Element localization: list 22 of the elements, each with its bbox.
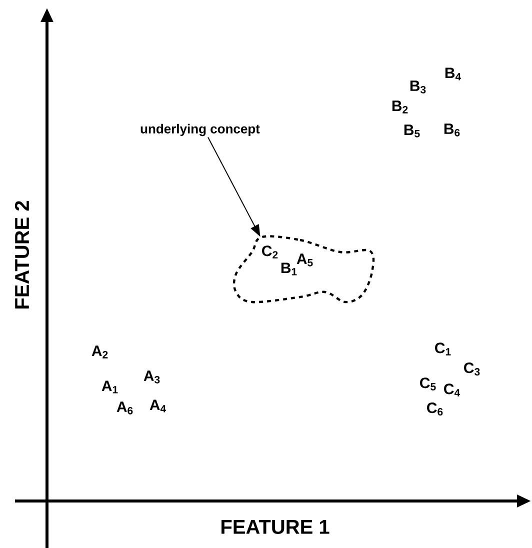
point-label: B$_{2}$ (392, 100, 408, 114)
axis-title: FEATURE 2 (14, 201, 30, 308)
point-label: B$_{4}$ (445, 68, 462, 80)
point-label: C$_{5}$ (420, 378, 436, 390)
callout-text: underlying concept (140, 124, 260, 136)
point-label: B$_{1}$ (281, 262, 297, 276)
axis-title: FEATURE 1 (222, 520, 330, 534)
point-label: A$_{5}$ (296, 254, 313, 266)
dashed-region (232, 235, 375, 304)
point-label: B$_{6}$ (444, 124, 460, 136)
point-label: A$_{2}$ (92, 346, 108, 358)
point-label: A$_{6}$ (116, 402, 133, 414)
point-label: B$_{3}$ (410, 80, 426, 94)
point-label: B$_{5}$ (404, 124, 420, 138)
point-label: C$_{2}$ (262, 246, 278, 258)
point-label: C$_{3}$ (464, 362, 480, 376)
point-label: C$_{6}$ (427, 402, 443, 416)
point-label: A$_{4}$ (150, 400, 166, 412)
point-label: C$_{1}$ (435, 342, 451, 356)
point-label: A$_{1}$ (102, 380, 118, 394)
point-label: C$_{4}$ (444, 384, 460, 396)
point-label: A$_{3}$ (144, 370, 160, 384)
